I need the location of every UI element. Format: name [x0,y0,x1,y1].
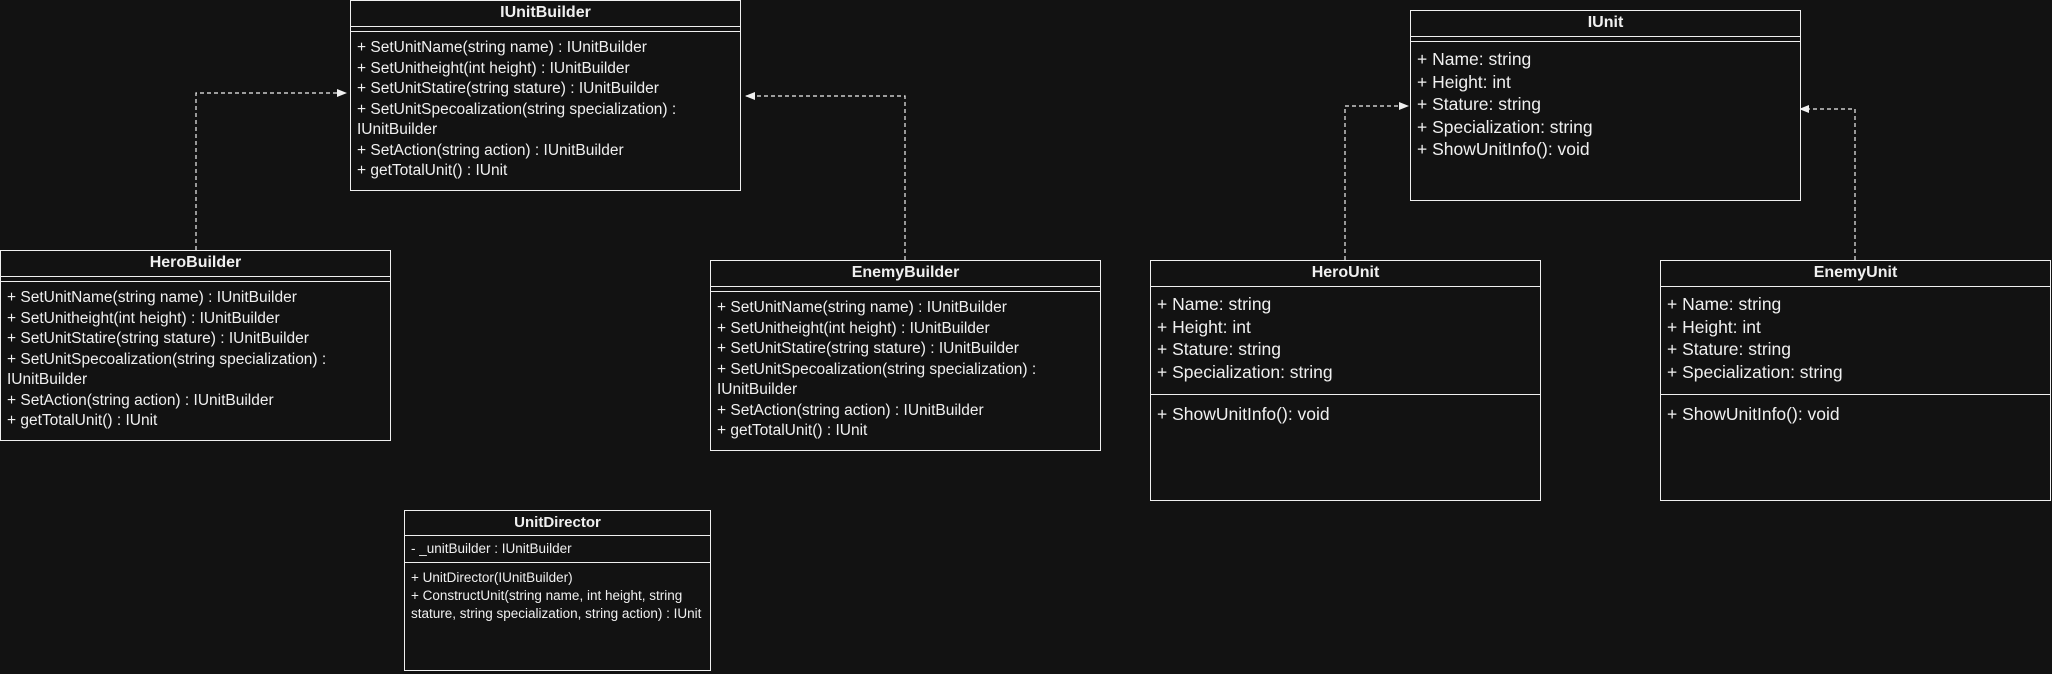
iunitbuilder-class[interactable]: IUnitBuilder + SetUnitName(string name) … [350,0,741,191]
method: + getTotalUnit() : IUnit [7,412,158,429]
class-name: EnemyUnit [1661,261,2050,287]
method-list: + ShowUnitInfo(): void [1151,395,1540,426]
method: + SetAction(string action) : IUnitBuilde… [357,141,624,159]
method-list: + ShowUnitInfo(): void [1661,395,2050,426]
method: + ConstructUnit(string name, int height,… [411,588,702,621]
attribute-separator [351,27,740,32]
method-list: + SetUnitName(string name) : IUnitBuilde… [711,292,1100,442]
member: + ShowUnitInfo(): void [1417,139,1590,159]
attribute: + Specialization: string [1157,361,1333,382]
method: + SetUnitheight(int height) : IUnitBuild… [717,319,990,337]
method: + SetUnitSpecoalization(string specializ… [717,360,1037,399]
unitdirector-class[interactable]: UnitDirector - _unitBuilder : IUnitBuild… [404,510,711,671]
iunit-class[interactable]: IUnit + Name: string + Height: int + Sta… [1410,10,1801,201]
enemybuilder-to-iunitbuilder-arrow [745,92,906,260]
method: + SetAction(string action) : IUnitBuilde… [717,401,984,419]
method: + SetUnitStatire(string stature) : IUnit… [357,80,659,97]
attribute: - _unitBuilder : IUnitBuilder [411,541,572,556]
method: + SetUnitheight(int height) : IUnitBuild… [357,59,630,77]
method-list: + SetUnitName(string name) : IUnitBuilde… [351,32,740,182]
attribute: + Name: string [1667,294,1782,314]
class-name: UnitDirector [405,511,710,536]
method: + SetUnitStatire(string stature) : IUnit… [717,340,1019,357]
attribute: + Specialization: string [1667,361,1843,382]
attribute-list: + Name: string + Height: int + Stature: … [1151,287,1540,395]
method: + SetUnitheight(int height) : IUnitBuild… [7,309,280,327]
attribute: + Stature: string [1157,339,1282,359]
herounit-to-iunit-arrow [1344,102,1409,260]
method: + getTotalUnit() : IUnit [357,162,508,179]
enemybuilder-class[interactable]: EnemyBuilder + SetUnitName(string name) … [710,260,1101,451]
attribute-list: + Name: string + Height: int + Stature: … [1661,287,2050,395]
attribute-list: - _unitBuilder : IUnitBuilder [405,536,710,563]
method: + SetUnitStatire(string stature) : IUnit… [7,330,309,347]
attribute-separator [711,287,1100,292]
method: + SetUnitName(string name) : IUnitBuilde… [357,39,647,56]
attribute: + Stature: string [1667,339,1792,359]
method: + SetUnitSpecoalization(string specializ… [7,350,327,389]
class-name: HeroUnit [1151,261,1540,287]
member: + Specialization: string [1417,116,1593,137]
herobuilder-to-iunitbuilder-arrow [195,89,347,250]
class-name: IUnitBuilder [351,1,740,27]
attribute-separator [1411,37,1800,42]
attribute: + Height: int [1667,316,1761,337]
method-list: + UnitDirector(IUnitBuilder) + Construct… [405,563,710,623]
member: + Stature: string [1417,94,1542,114]
member-list: + Name: string + Height: int + Stature: … [1411,42,1800,161]
class-name: EnemyBuilder [711,261,1100,287]
attribute: + Height: int [1157,316,1251,337]
method: + SetUnitName(string name) : IUnitBuilde… [717,299,1007,316]
method: + ShowUnitInfo(): void [1157,404,1330,424]
enemyunit-class[interactable]: EnemyUnit + Name: string + Height: int +… [1660,260,2051,501]
method: + SetUnitSpecoalization(string specializ… [357,100,677,139]
member: + Height: int [1417,71,1511,92]
attribute-separator [1,277,390,282]
enemyunit-to-iunit-arrow [1799,105,1856,260]
class-name: HeroBuilder [1,251,390,277]
method: + ShowUnitInfo(): void [1667,404,1840,424]
method: + UnitDirector(IUnitBuilder) [411,570,573,585]
class-name: IUnit [1411,11,1800,37]
method: + SetUnitName(string name) : IUnitBuilde… [7,289,297,306]
herounit-class[interactable]: HeroUnit + Name: string + Height: int + … [1150,260,1541,501]
herobuilder-class[interactable]: HeroBuilder + SetUnitName(string name) :… [0,250,391,441]
method: + SetAction(string action) : IUnitBuilde… [7,391,274,409]
attribute: + Name: string [1157,294,1272,314]
member: + Name: string [1417,49,1532,69]
method: + getTotalUnit() : IUnit [717,422,868,439]
method-list: + SetUnitName(string name) : IUnitBuilde… [1,282,390,432]
